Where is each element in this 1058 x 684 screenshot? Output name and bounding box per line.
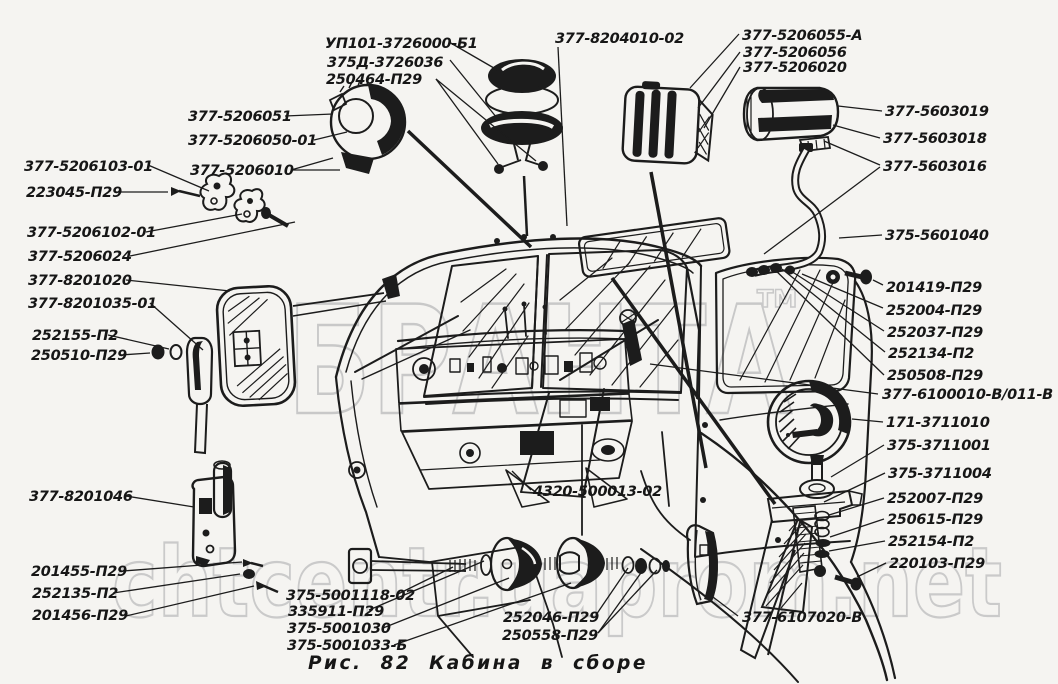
part-number-label: 375-3711004 bbox=[888, 466, 992, 482]
part-number-label: 377-5603019 bbox=[885, 104, 989, 120]
part-number-label: 252004-П29 bbox=[886, 303, 982, 319]
part-number-label: 377-5206020 bbox=[743, 60, 847, 76]
figure-caption: Рис. 82 Кабина в сборе bbox=[308, 653, 648, 674]
part-number-label: 250615-П29 bbox=[887, 512, 983, 528]
horn-mount-line bbox=[406, 129, 533, 249]
part-number-label: 252037-П29 bbox=[887, 325, 983, 341]
part-number-label: 377-8204010-02 bbox=[555, 31, 684, 47]
watermark-tm-text: ТМ bbox=[757, 285, 797, 313]
fastener-screws-lower-left bbox=[243, 559, 279, 594]
part-number-label: 377-5206056 bbox=[743, 45, 847, 61]
cab-mount-bolt-assembly bbox=[347, 536, 670, 592]
part-number-label: 201455-П29 bbox=[31, 564, 127, 580]
mud-flap-hatched bbox=[760, 517, 814, 614]
part-number-label: 377-5206103-01 bbox=[24, 159, 153, 175]
part-number-label: 377-8201046 bbox=[29, 489, 133, 505]
part-number-label: 220103-П29 bbox=[889, 556, 985, 572]
labels: УП101-3726000-Б1 375Д-3726036 250464-П29… bbox=[24, 28, 1053, 654]
part-number-label: 252007-П29 bbox=[887, 491, 983, 507]
part-number-label: 375-5601040 bbox=[885, 228, 989, 244]
heater-hose bbox=[746, 143, 827, 277]
block-mount-line bbox=[649, 171, 708, 469]
part-number-label: 377-5603018 bbox=[883, 131, 987, 147]
mounting-clips bbox=[171, 172, 290, 228]
heater-cylinder bbox=[742, 86, 840, 152]
part-number-label: 252134-П2 bbox=[888, 346, 974, 362]
rear-window-glass bbox=[577, 217, 731, 278]
part-number-label: 250508-П29 bbox=[887, 368, 983, 384]
part-number-label: 252154-П2 bbox=[888, 534, 974, 550]
part-number-label: 252135-П2 bbox=[32, 586, 118, 602]
part-number-label: 377-5206051 bbox=[188, 109, 292, 125]
part-number-label: 375-5001030 bbox=[287, 621, 391, 637]
signal-horn-center bbox=[481, 59, 563, 237]
part-number-label: 377-5206055-А bbox=[742, 28, 862, 44]
rubber-cushion-block bbox=[621, 81, 714, 165]
part-number-label: 250558-П29 bbox=[502, 628, 598, 644]
part-number-label: 377-6107020-В bbox=[742, 610, 862, 626]
part-number-label: 252046-П29 bbox=[503, 610, 599, 626]
part-number-label: 223045-П29 bbox=[26, 185, 122, 201]
part-number-label: 377-8201035-01 bbox=[28, 296, 157, 312]
part-number-label: 252155-П2 bbox=[32, 328, 118, 344]
part-number-label: 377-5603016 bbox=[883, 159, 987, 175]
part-number-label: 335911-П29 bbox=[288, 604, 384, 620]
part-number-label: УП101-3726000-Б1 bbox=[325, 36, 478, 52]
signal-horn-left bbox=[328, 78, 407, 174]
bolt-201419 bbox=[826, 269, 872, 285]
part-number-label: 377-5206010 bbox=[190, 163, 294, 179]
part-number-label: 377-6100010-В/011-В bbox=[882, 387, 1053, 403]
part-number-label: 201419-П29 bbox=[886, 280, 982, 296]
part-number-label: 377-5206050-01 bbox=[188, 133, 317, 149]
lamp-mount-line bbox=[610, 276, 777, 506]
mirror-assembly bbox=[215, 274, 400, 408]
part-number-label: 250510-П29 bbox=[31, 348, 127, 364]
part-number-label: 375-3711001 bbox=[887, 438, 991, 454]
mirror-arm bbox=[151, 336, 214, 455]
leader-lines bbox=[107, 33, 887, 646]
part-number-label: 4320-500013-02 bbox=[532, 484, 662, 500]
part-number-label: 171-3711010 bbox=[886, 415, 990, 431]
part-number-label: 377-5206024 bbox=[28, 249, 132, 265]
part-number-label: 375-5001033-Б bbox=[287, 638, 407, 654]
part-number-label: 375Д-3726036 bbox=[327, 55, 443, 71]
part-number-label: 375-5001118-02 bbox=[286, 588, 415, 604]
rubber-flap bbox=[686, 524, 719, 606]
part-number-label: 377-8201020 bbox=[28, 273, 132, 289]
part-number-label: 250464-П29 bbox=[326, 72, 422, 88]
door-hinge bbox=[191, 460, 237, 568]
fog-lamp-assembly bbox=[739, 379, 863, 660]
part-number-label: 377-5206102-01 bbox=[27, 225, 156, 241]
part-number-label: 201456-П29 bbox=[32, 608, 128, 624]
